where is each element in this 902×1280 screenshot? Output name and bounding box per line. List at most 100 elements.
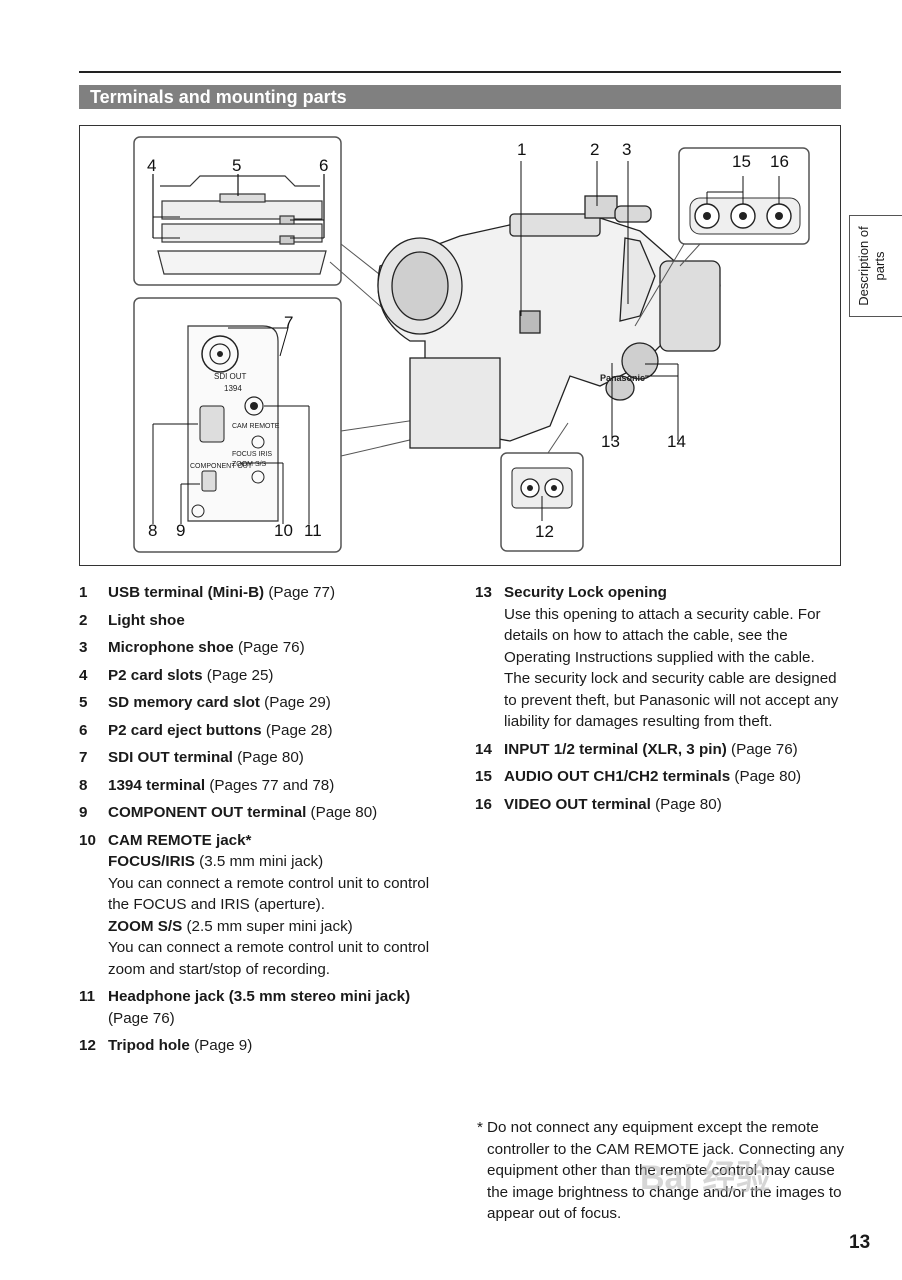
callout-12: 12 (535, 522, 554, 541)
item-ref: (Page 76) (726, 740, 798, 758)
callout-1: 1 (517, 140, 527, 159)
side-tab-label: Description of parts (856, 226, 887, 306)
watermark: Bai 经验 (640, 1159, 771, 1197)
item-title: Headphone jack (3.5 mm stereo mini jack) (108, 988, 411, 1005)
item-text: You can connect a remote control unit to… (108, 939, 430, 978)
footnote-marker: * (477, 1119, 483, 1136)
item-title: AUDIO OUT CH1/CH2 terminals (504, 768, 731, 785)
item-title: Microphone shoe (108, 639, 234, 656)
item-number: 6 (79, 721, 88, 739)
list-item: 14 INPUT 1/2 terminal (XLR, 3 pin) (Page … (475, 739, 840, 761)
callout-16: 16 (770, 152, 789, 171)
list-item: 12 Tripod hole (Page 9) (79, 1035, 444, 1057)
list-item: 16 VIDEO OUT terminal (Page 80) (475, 794, 840, 816)
item-title: INPUT 1/2 terminal (XLR, 3 pin) (504, 740, 727, 758)
item-title: SDI OUT terminal (108, 749, 233, 766)
camera-figure: SDI OUT 1394 CAM REMOTE FOCUS IRIS ZOOM … (79, 125, 841, 566)
item-ref: (Page 80) (232, 749, 304, 766)
list-item: 15 AUDIO OUT CH1/CH2 terminals (Page 80) (475, 766, 840, 788)
item-ref: (3.5 mm mini jack) (194, 853, 324, 870)
item-ref: (Page 9) (189, 1037, 253, 1054)
item-number: 8 (79, 776, 88, 794)
item-number: 4 (79, 666, 88, 684)
item-title: P2 card slots (108, 666, 203, 684)
item-number: 13 (475, 584, 492, 601)
item-number: 16 (475, 795, 492, 813)
callout-14: 14 (667, 432, 686, 451)
list-item: 11 Headphone jack (3.5 mm stereo mini ja… (79, 986, 444, 1029)
item-subtitle: ZOOM S/S (108, 917, 183, 935)
callout-9: 9 (176, 521, 186, 540)
ieee-label: 1394 (224, 384, 242, 393)
item-ref: (2.5 mm super mini jack) (182, 917, 353, 935)
item-number: 11 (79, 988, 96, 1005)
item-title: Light shoe (108, 611, 185, 629)
camera-illustration: SDI OUT 1394 CAM REMOTE FOCUS IRIS ZOOM … (133, 136, 810, 553)
item-title: Security Lock opening (504, 584, 667, 601)
callout-13: 13 (601, 432, 620, 451)
parts-list-left: 1 USB terminal (Mini-B) (Page 77) 2 Light s… (79, 582, 444, 1063)
section-title: Terminals and mounting parts (90, 87, 347, 107)
item-title: P2 card eject buttons (108, 721, 262, 739)
item-number: 5 (79, 694, 88, 711)
side-tab: Description of parts (849, 215, 902, 317)
callout-4: 4 (147, 156, 157, 175)
component-out-label: COMPONENT OUT (190, 463, 253, 470)
list-item: 5 SD memory card slot (Page 29) (79, 692, 444, 714)
callout-7: 7 (284, 313, 294, 332)
item-ref: (Page 77) (264, 584, 336, 601)
list-item: 6 P2 card eject buttons (Page 28) (79, 720, 444, 742)
page-number: 13 (849, 1232, 871, 1253)
footnote: * Do not connect any equipment except th… (477, 1117, 847, 1225)
item-number: 10 (79, 831, 96, 849)
callout-15: 15 (732, 152, 751, 171)
item-title: VIDEO OUT terminal (504, 795, 651, 813)
item-number: 9 (79, 804, 88, 821)
item-ref: (Page 76) (233, 639, 305, 656)
callout-6: 6 (319, 156, 329, 175)
item-subtitle: FOCUS/IRIS (108, 853, 195, 870)
sdi-out-label: SDI OUT (214, 372, 247, 381)
item-title: USB terminal (Mini-B) (108, 584, 265, 601)
item-number: 7 (79, 749, 88, 766)
footnote-text: Do not connect any equipment except the … (487, 1119, 845, 1222)
cam-remote-label: CAM REMOTE (232, 423, 280, 430)
item-title: COMPONENT OUT terminal (108, 804, 307, 821)
item-text: Use this opening to attach a security ca… (504, 605, 839, 731)
item-number: 1 (79, 584, 88, 601)
item-title: SD memory card slot (108, 694, 260, 711)
item-ref: (Page 76) (108, 1009, 175, 1027)
focus-iris-label: FOCUS IRIS (232, 451, 272, 458)
zoom-ss-label: ZOOM S/S (232, 461, 267, 468)
callout-3: 3 (622, 140, 632, 159)
callout-5: 5 (232, 156, 242, 175)
list-item: 9 COMPONENT OUT terminal (Page 80) (79, 802, 444, 824)
list-item: 2 Light shoe (79, 610, 444, 632)
item-ref: (Page 29) (259, 694, 331, 711)
item-ref: (Page 80) (306, 804, 378, 821)
list-item: 7 SDI OUT terminal (Page 80) (79, 747, 444, 769)
item-number: 3 (79, 639, 88, 656)
item-number: 2 (79, 611, 88, 629)
item-ref: (Page 80) (730, 768, 802, 785)
section-header: Terminals and mounting parts (79, 85, 841, 109)
item-title: 1394 terminal (108, 776, 206, 794)
brand-label: Panasonic (600, 373, 645, 383)
item-ref: (Pages 77 and 78) (205, 776, 335, 794)
list-item: 10 CAM REMOTE jack* FOCUS/IRIS (3.5 mm m… (79, 830, 444, 981)
top-rule (79, 71, 841, 73)
list-item: 1 USB terminal (Mini-B) (Page 77) (79, 582, 444, 604)
item-ref: (Page 28) (261, 721, 333, 739)
item-number: 14 (475, 740, 492, 758)
item-ref: (Page 80) (650, 795, 722, 813)
list-item: 3 Microphone shoe (Page 76) (79, 637, 444, 659)
item-title: CAM REMOTE jack* (108, 831, 252, 849)
callout-10: 10 (274, 521, 293, 540)
item-text: You can connect a remote control unit to… (108, 874, 430, 914)
callout-2: 2 (590, 140, 600, 159)
callout-11: 11 (304, 521, 322, 540)
item-number: 15 (475, 768, 492, 785)
